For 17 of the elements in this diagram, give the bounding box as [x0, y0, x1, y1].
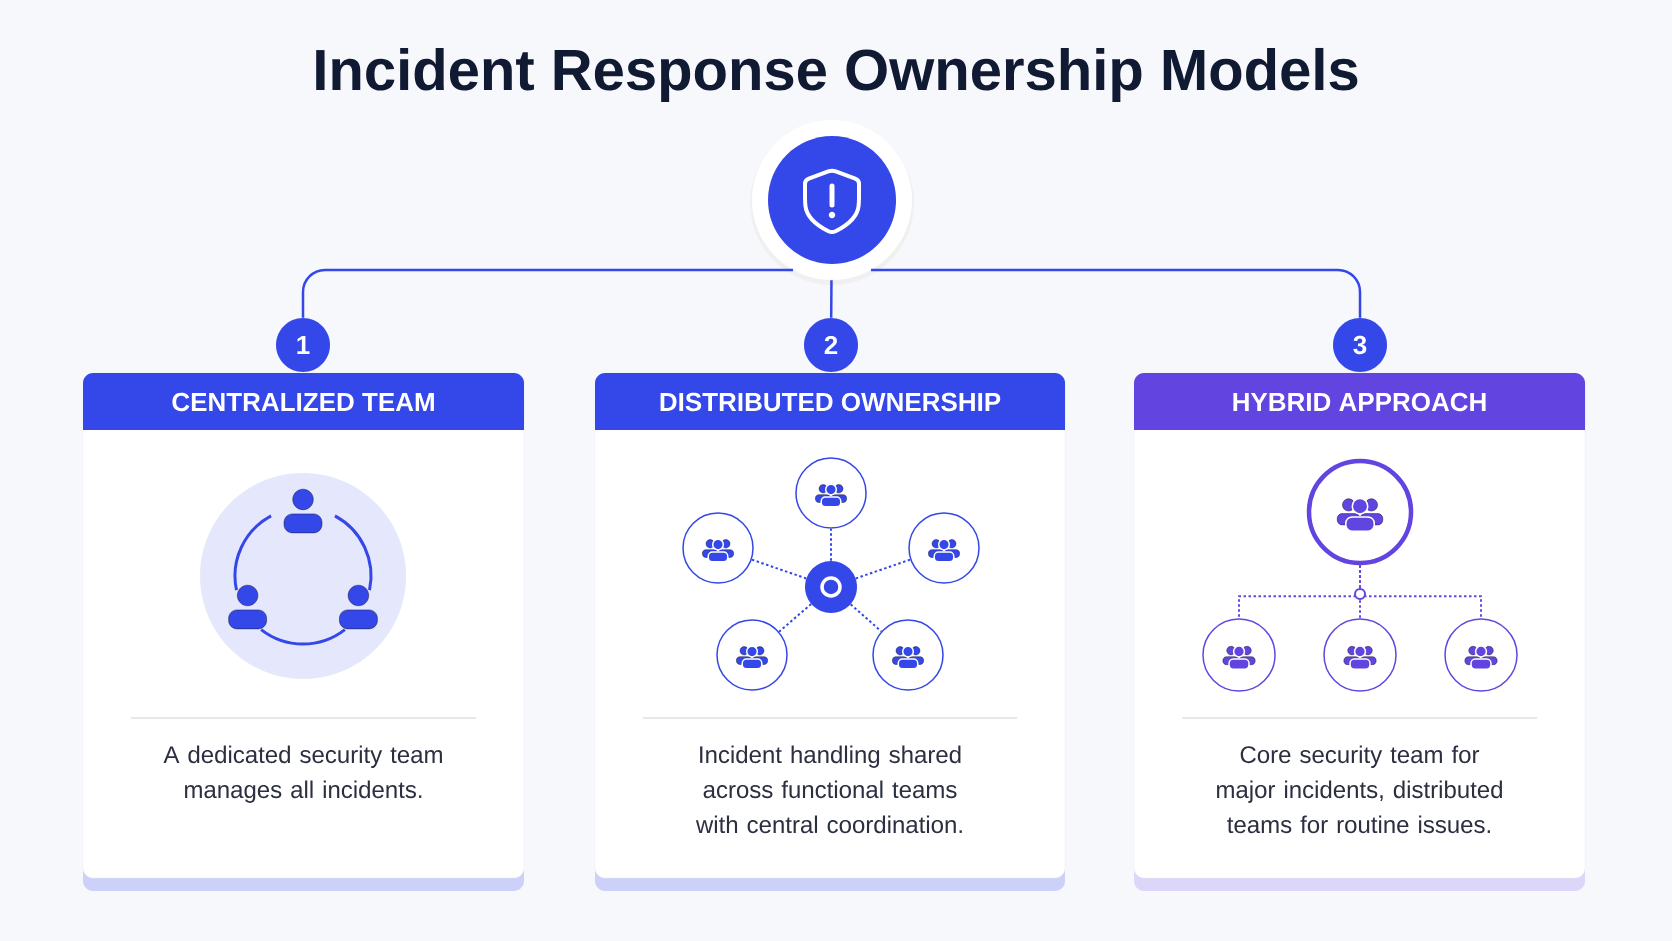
connector-line — [871, 268, 1362, 318]
dotted-connector — [778, 603, 813, 633]
dotted-connector — [849, 603, 883, 633]
dotted-connector — [1359, 564, 1482, 620]
dotted-connector — [750, 558, 808, 580]
hub-circle — [805, 561, 857, 613]
connector-line — [301, 268, 793, 318]
dotted-connector — [854, 558, 912, 580]
title: Incident Response Ownership Models — [316, 47, 1358, 102]
shield-badge — [750, 120, 914, 285]
number-badge: 3 — [1333, 318, 1387, 372]
number-badge: 2 — [804, 318, 858, 372]
connector-line — [829, 280, 833, 318]
model-card: HYBRID APPROACH Core security team for major incidents, distributed teams for routine issues. — [1133, 372, 1586, 891]
number-badge: 1 — [276, 318, 330, 372]
model-card: DISTRIBUTED OWNERSHIP Incident handling shared across functional teams with central coordination. — [594, 372, 1066, 891]
dotted-connector — [830, 527, 832, 562]
